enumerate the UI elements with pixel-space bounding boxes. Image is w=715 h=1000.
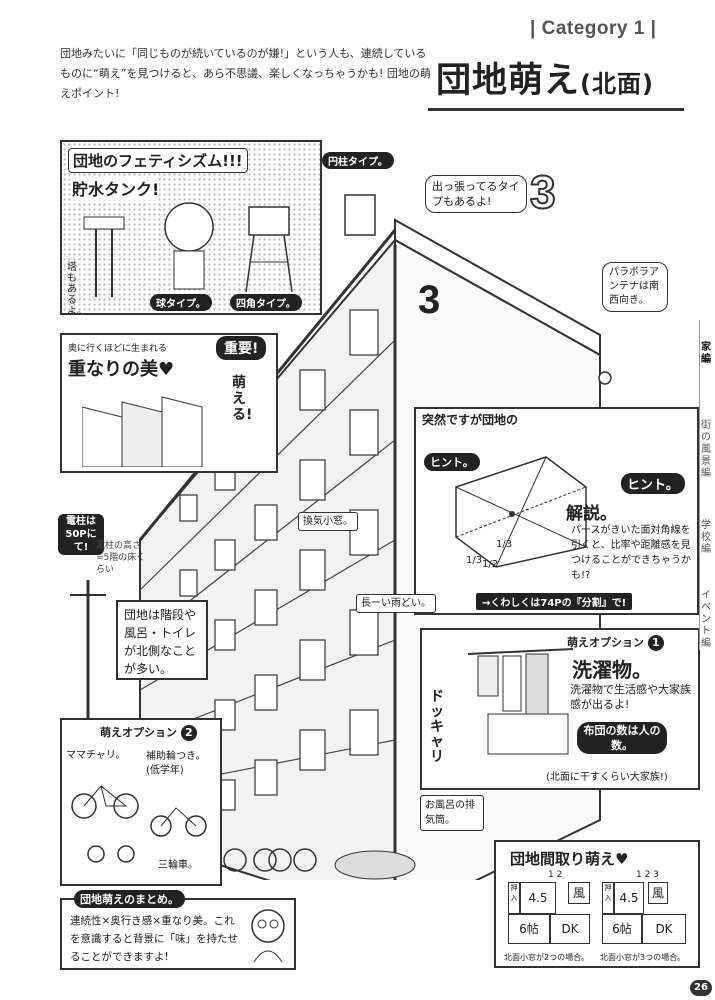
summary-text: 連続性×奥行き感×重なり美。これを意識すると背景に「味」を持たせることができます… — [70, 915, 238, 963]
floorplan-a-room: 6帖 — [508, 914, 550, 944]
hint-tag: ヒント。 — [621, 473, 685, 494]
floorplan-b-tatami: 4.5 — [614, 882, 644, 914]
overlap-small-text: 奥に行くほどに生まれる — [68, 344, 168, 354]
option1-number: 1 — [647, 635, 664, 651]
training-wheels-label: 補助輪つき。(低学年) — [146, 751, 206, 776]
summary-heading: 団地萌えのまとめ。 — [74, 890, 185, 908]
title-divider — [428, 108, 684, 111]
mamachari-label: ママチャリ。 — [66, 750, 126, 761]
tower-note: 塔もあるよ。 — [67, 262, 87, 317]
stairs-note: 団地は階段や風呂・トイレが北側なことが多い。 — [116, 600, 208, 680]
important-tag: 重要! — [216, 336, 267, 360]
floorplan-caption-a: 北面小窓が2つの場合。 — [504, 953, 590, 962]
intro-text: 団地みたいに「同じものが続いているのが嫌!」という人も、連続しているものに“萌え… — [60, 47, 431, 100]
option2-label: 萌えオプション 2 — [100, 724, 197, 741]
page-title: 団地萌え(北面) — [436, 52, 654, 103]
floorplan-a-tatami: 4.5 — [520, 882, 556, 914]
explain-text: パースがきいた面対角線を引くと、比率や距離感を見つけることができちゃうかも!? — [571, 525, 691, 581]
floorplan-b: 1 2 3 押入 4.5 風 6帖 DK — [602, 870, 692, 946]
ratio-third-b: 1/3 — [496, 539, 513, 550]
ball-type-label: 球タイプ。 — [150, 294, 212, 311]
pole-note: 電柱の高さ=5階の床くらい — [96, 541, 146, 575]
option1-caption: (北面に干すくらい大家族!) — [546, 772, 668, 783]
floorplan-a-dk: DK — [550, 914, 590, 944]
futon-tag: 布団の数は人の数。 — [577, 722, 667, 754]
sidebar-item-home[interactable]: 家編 — [701, 342, 711, 365]
protrude-number: 3 — [529, 165, 557, 219]
gutter-label: 長ーい雨どい。 — [356, 594, 436, 613]
author-face-icon — [251, 909, 285, 963]
vent-label: 換気小窓。 — [298, 512, 358, 531]
floorplan-caption-b: 北面小窓が3つの場合。 — [600, 953, 686, 962]
option2-number: 2 — [180, 725, 197, 741]
bicycles-drawing — [71, 785, 207, 863]
laundry-drawing — [467, 648, 574, 755]
chapter-sidebar: 家編 街の風景編 学校編 イベント編 — [699, 320, 715, 650]
water-tank-drawings — [83, 202, 293, 297]
hint-panel: 突然ですが団地の ヒント。 1/3 1/2 1/3 ヒント。 解説。 パースがき… — [414, 407, 699, 615]
option2-panel: 萌えオプション 2 ママチャリ。 補助輪つき。(低学年) 三輪車。 — [60, 718, 222, 886]
overlap-drawing — [82, 396, 203, 467]
pole-tag: 電柱は50Pにて! — [58, 514, 104, 555]
antenna-note: パラボラアンテナは南西向き。 — [602, 262, 668, 312]
moe-text: 萌える! — [232, 375, 253, 423]
option1-panel: ドッキャリ 萌えオプション 1 洗濯物。 洗濯物で生活感や大家族感が出るよ! 布… — [420, 628, 700, 790]
overlap-heading-text: 重なりの美♥ — [68, 359, 175, 380]
square-type-label: 四角タイプ。 — [230, 294, 302, 311]
floorplan-panel: 団地間取り萌え♥ 1 2 押入 4.5 風 6帖 DK 1 2 3 押入 4.5… — [494, 840, 700, 968]
floorplan-b-closet: 押入 — [602, 882, 614, 914]
floorplan-a-bath: 風 — [568, 882, 590, 904]
floorplan-b-dk: DK — [642, 914, 686, 944]
ratio-half: 1/2 — [482, 559, 499, 570]
water-tank-heading: 団地のフェティシズム!!! — [68, 148, 248, 173]
hint-intro: 突然ですが団地の — [422, 413, 519, 427]
water-tank-subheading: 貯水タンク! — [72, 176, 160, 200]
option1-label-text: 萌えオプション — [567, 636, 644, 649]
water-tank-panel: 団地のフェティシズム!!! 貯水タンク! 塔もあるよ。 球タイプ。 四角タイプ。 — [60, 140, 322, 317]
title-main: 団地萌え — [436, 61, 581, 101]
sidebar-item-school[interactable]: 学校編 — [701, 520, 711, 555]
floorplan-b-room: 6帖 — [602, 914, 642, 944]
floorplan-b-bath: 風 — [648, 882, 668, 904]
title-sub: (北面) — [580, 70, 654, 98]
hint-tag-inline: ヒント。 — [424, 453, 480, 471]
explain-title: 解説。 — [566, 504, 617, 524]
floorplan-a: 1 2 押入 4.5 風 6帖 DK — [508, 870, 596, 946]
option2-label-text: 萌えオプション — [100, 726, 177, 739]
option1-label: 萌えオプション 1 — [567, 634, 664, 651]
option1-text: 洗濯物で生活感や大家族感が出るよ! — [570, 683, 691, 711]
sidebar-rule — [699, 320, 700, 650]
floorplan-a-windows: 1 2 — [548, 870, 563, 880]
bath-label: お風呂の排気筒。 — [420, 795, 484, 831]
floorplan-a-closet: 押入 — [508, 882, 520, 914]
floorplan-heading: 団地間取り萌え♥ — [510, 850, 629, 868]
see-more-link[interactable]: →くわしくは74Pの『分割』で! — [476, 593, 633, 610]
diagonal-cube-diagram — [455, 456, 587, 568]
laundry-sfx: ドッキャリ — [430, 689, 444, 765]
ratio-third-a: 1/3 — [466, 555, 483, 566]
sidebar-item-event[interactable]: イベント編 — [701, 590, 711, 649]
summary-panel: 団地萌えのまとめ。 連続性×奥行き感×重なり美。これを意識すると背景に「味」を持… — [60, 890, 296, 970]
page-number: 26 — [690, 980, 712, 996]
category-label: | Category 1 | — [530, 18, 657, 39]
cylinder-type-label: 円柱タイプ。 — [322, 152, 394, 169]
protrude-note: 出っ張ってるタイプもあるよ! — [425, 175, 527, 213]
floorplan-b-windows: 1 2 3 — [636, 870, 659, 880]
tricycle-label: 三輪車。 — [158, 860, 198, 871]
sidebar-item-townscape[interactable]: 街の風景編 — [701, 420, 711, 479]
overlap-heading: 重なりの美♥ — [68, 355, 174, 381]
option1-title: 洗濯物。 — [572, 658, 652, 682]
building-number: 3 — [418, 278, 441, 322]
